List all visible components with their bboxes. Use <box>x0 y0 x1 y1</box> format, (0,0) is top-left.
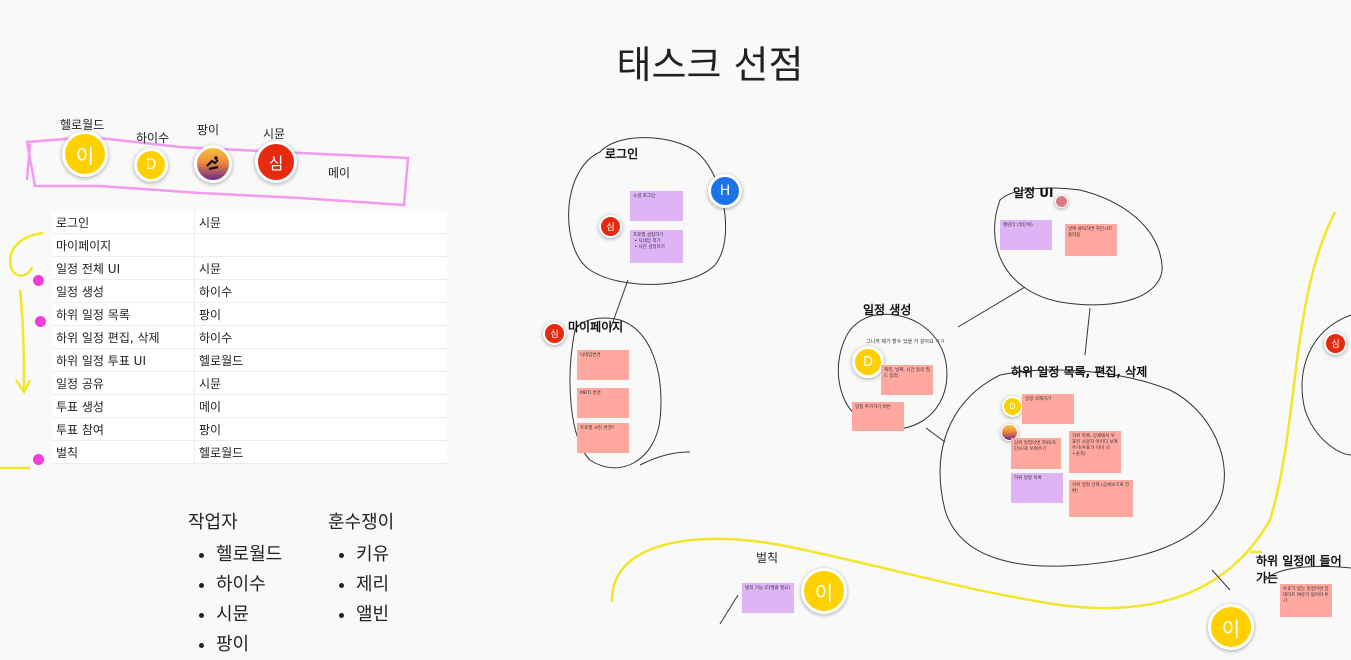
table-row: 마이페이지 <box>52 234 447 257</box>
advisors-list: 훈수쟁이 키유 제리 앨빈 <box>328 508 394 630</box>
table-row: 하위 일정 편집, 삭제하이수 <box>52 326 447 349</box>
mypage-tail <box>640 452 690 465</box>
table-row: 벌칙헬로월드 <box>52 441 447 464</box>
task-cell[interactable]: 로그인 <box>52 211 195 234</box>
owner-cell[interactable]: 하이수 <box>195 326 448 349</box>
pink-marker-dot <box>33 454 44 465</box>
group-title-mypage: 마이페이지 <box>568 318 623 335</box>
sticky-note[interactable]: 하위 일정 선택 (상세보기로 전환) <box>1069 480 1133 517</box>
task-cell[interactable]: 하위 일정 편집, 삭제 <box>52 326 195 349</box>
sticky-note[interactable]: 닉네임변경 <box>577 350 629 380</box>
list-item: 팡이 <box>216 630 282 656</box>
yellow-curve <box>612 212 1335 608</box>
sticky-note[interactable]: 프로필 사진 변경? <box>577 423 629 453</box>
avatar-helloworld[interactable]: 이 <box>62 131 108 177</box>
task-cell[interactable]: 일정 공유 <box>52 372 195 395</box>
avatar-i[interactable]: 이 <box>1208 604 1254 650</box>
list-item: 제리 <box>356 570 394 596</box>
list-item: 앨빈 <box>356 600 394 626</box>
create-sub-link <box>926 428 945 442</box>
sticky-note[interactable]: 하위 목록, 상세에서 투표된 사용자 아이디 보여주기(투표가 이미 시 +숫… <box>1069 431 1121 473</box>
avatar-sim-small[interactable]: 심 <box>543 322 566 345</box>
workers-list: 작업자 헬로월드 하이수 시뮨 팡이 <box>188 508 282 660</box>
skateboarder-avatar-icon[interactable] <box>194 145 232 183</box>
group-title-schedule-ui: 일정 UI <box>1013 184 1053 201</box>
list-item: 키유 <box>356 540 394 566</box>
owner-cell[interactable]: 팡이 <box>195 418 448 441</box>
group-title-penalty: 벌칙 <box>756 549 778 566</box>
sticky-note[interactable]: 상위 일정이면 하위(하단)으로 보여주기 <box>1011 438 1061 469</box>
skateboarder-icon <box>203 154 223 174</box>
member-name-pangi: 팡이 <box>197 121 219 138</box>
list-item: 헬로월드 <box>216 540 282 566</box>
owner-cell[interactable]: 메이 <box>195 395 448 418</box>
task-cell[interactable]: 벌칙 <box>52 441 195 464</box>
table-row: 로그인시뮨 <box>52 211 447 234</box>
board-title: 태스크 선점 <box>0 34 1351 89</box>
owner-cell[interactable]: 하이수 <box>195 280 448 303</box>
avatar-d[interactable]: D <box>852 346 884 378</box>
list-item: 시뮨 <box>216 600 282 626</box>
sticky-note[interactable]: 프로필 설정하기 • 닉네임 적기 • 사진 설정하기 <box>630 230 683 263</box>
sticky-note[interactable]: MBTI 변경 <box>577 388 629 418</box>
owner-cell[interactable]: 헬로월드 <box>195 441 448 464</box>
avatar-simyun[interactable]: 심 <box>255 141 297 183</box>
list-item: 하이수 <box>216 570 282 596</box>
owner-cell[interactable]: 시뮨 <box>195 257 448 280</box>
sticky-note[interactable]: 투표가 있는 일정이면 업데이트 여유가 있어야 투기 <box>1280 584 1332 617</box>
member-name-simyun: 시뮨 <box>263 125 285 142</box>
member-name-mei: 메이 <box>328 164 350 181</box>
group-title-sub-schedule: 하위 일정 목록, 편집, 삭제 <box>1011 363 1147 380</box>
pink-marker-dot <box>33 275 44 286</box>
task-cell[interactable]: 하위 일정 목록 <box>52 303 195 326</box>
penalty-link <box>720 595 738 624</box>
task-cell[interactable]: 마이페이지 <box>52 234 195 257</box>
avatar-d-small[interactable]: D <box>1002 396 1023 417</box>
group-caption: 그니까 제가 할수 있을 거 같아요 ㅋㅋ <box>866 338 945 345</box>
owner-cell[interactable]: 시뮨 <box>195 372 448 395</box>
avatar-i[interactable]: 이 <box>801 568 847 614</box>
group-title-create: 일정 생성 <box>863 301 911 318</box>
task-cell[interactable]: 하위 일정 투표 UI <box>52 349 195 372</box>
advisors-title: 훈수쟁이 <box>328 508 394 534</box>
sticky-note[interactable]: 소셜 로그인 <box>630 191 683 221</box>
task-cell[interactable]: 투표 생성 <box>52 395 195 418</box>
owner-cell[interactable]: 시뮨 <box>195 211 448 234</box>
owner-cell[interactable] <box>195 234 448 257</box>
avatar-h[interactable]: H <box>708 174 742 208</box>
sticky-note[interactable]: 캘린더 (일단위) <box>1000 220 1052 250</box>
yellow-arrow-left <box>10 233 43 392</box>
task-cell[interactable]: 일정 생성 <box>52 280 195 303</box>
sticky-note[interactable]: 하위 일정 목록 <box>1011 473 1063 503</box>
member-name-haisu: 하이수 <box>136 129 169 146</box>
sticky-note[interactable]: 날짜 클릭하면 하단시트 올라옴 <box>1065 224 1117 256</box>
avatar-sim-small[interactable]: 심 <box>599 215 622 238</box>
group-title-login: 로그인 <box>605 145 638 162</box>
owner-cell[interactable]: 헬로월드 <box>195 349 448 372</box>
avatar-sim-small[interactable]: 심 <box>1324 332 1347 355</box>
group-title-sub-enter: 하위 일정에 들어가는 <box>1256 552 1351 586</box>
workers-title: 작업자 <box>188 508 282 534</box>
create-ui-link <box>958 287 1025 327</box>
owner-cell[interactable]: 팡이 <box>195 303 448 326</box>
sticky-note[interactable]: 벌칙 기능 (타엘졸 필요) <box>742 583 794 613</box>
ui-sub-link <box>1085 308 1090 355</box>
avatar-haisu[interactable]: D <box>134 148 168 182</box>
sticky-note[interactable]: 제목, 날짜, 시간 등의 필드 입력 <box>881 365 933 395</box>
sticky-note[interactable]: 일정 추가하기 버튼 <box>852 402 904 431</box>
avatar-tiny[interactable] <box>1055 195 1068 208</box>
task-cell[interactable]: 투표 참여 <box>52 418 195 441</box>
pink-marker-dot <box>35 316 46 327</box>
task-cell[interactable]: 일정 전체 UI <box>52 257 195 280</box>
sticky-note[interactable]: 일정 삭제하기 <box>1022 394 1074 424</box>
